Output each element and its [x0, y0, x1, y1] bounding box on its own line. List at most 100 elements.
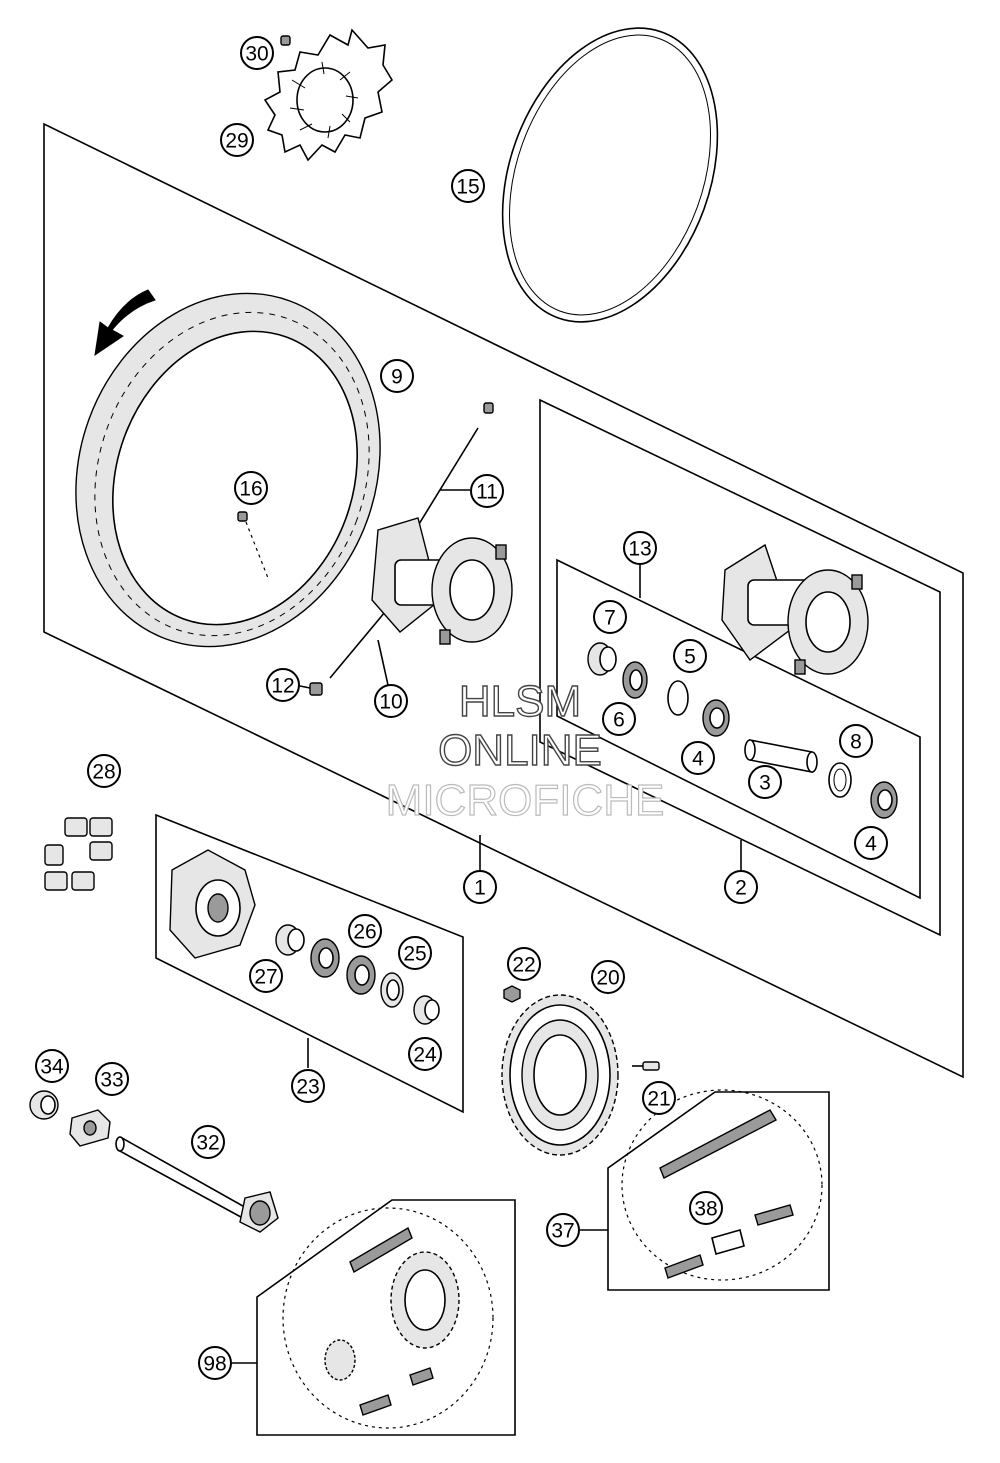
hub-assembly-frame	[539, 398, 941, 937]
callout-38[interactable]: 38	[689, 1191, 723, 1225]
sprocket-carrier	[169, 849, 256, 959]
callout-3[interactable]: 3	[748, 765, 782, 799]
spacer-sleeve-3	[744, 739, 818, 773]
shaft-seal-25	[380, 972, 404, 1008]
spoke-nipple-top	[483, 402, 494, 414]
watermark: HLSM ONLINE MICROFICHE	[385, 676, 665, 825]
rotation-arrow-icon	[94, 289, 156, 357]
bearing-26b	[346, 955, 376, 995]
callout-24[interactable]: 24	[408, 1037, 442, 1071]
callout-2[interactable]: 2	[724, 870, 758, 904]
callout-6[interactable]: 6	[602, 702, 636, 736]
svg-text:24: 24	[413, 1044, 437, 1067]
svg-text:3: 3	[759, 772, 771, 795]
svg-text:2: 2	[735, 877, 747, 900]
callout-25[interactable]: 25	[398, 936, 432, 970]
svg-text:1: 1	[474, 877, 486, 900]
bearing-4-right	[870, 781, 898, 819]
chain-kit	[282, 1207, 494, 1429]
callout-29[interactable]: 29	[220, 123, 254, 157]
svg-text:8: 8	[850, 731, 862, 754]
svg-text:98: 98	[203, 1353, 226, 1376]
svg-text:10: 10	[379, 691, 402, 714]
rim-valve-nut	[237, 511, 269, 579]
axle-nut	[29, 1090, 59, 1120]
wheel-spindle	[115, 1136, 279, 1233]
rim-tape	[501, 27, 719, 323]
spoke-nipple	[309, 682, 323, 696]
brake-disc	[263, 28, 394, 162]
bearing-26a	[310, 938, 340, 978]
svg-text:32: 32	[196, 1132, 219, 1155]
leader-lines	[232, 489, 742, 1364]
brake-disc-bolt	[280, 35, 291, 46]
spacer-27	[275, 924, 305, 956]
svg-text:33: 33	[100, 1069, 123, 1092]
sprocket-screw	[632, 1061, 660, 1071]
rear-hub-in-wheel	[371, 517, 513, 645]
callout-15[interactable]: 15	[451, 169, 485, 203]
wheel-assembly-frame	[43, 122, 964, 1079]
callout-28[interactable]: 28	[87, 754, 121, 788]
svg-text:5: 5	[684, 646, 696, 669]
svg-text:11: 11	[476, 481, 498, 504]
chain-kit-frame	[256, 1199, 516, 1436]
circlip-5	[667, 680, 689, 716]
svg-text:4: 4	[865, 833, 877, 856]
callout-22[interactable]: 22	[507, 947, 541, 981]
svg-text:15: 15	[456, 176, 479, 199]
watermark-line3: MICROFICHE	[386, 776, 665, 825]
callout-8[interactable]: 8	[839, 724, 873, 758]
callout-4b[interactable]: 4	[854, 826, 888, 860]
damper-rubbers	[44, 817, 113, 891]
rear-hub	[721, 543, 869, 675]
callout-33[interactable]: 33	[95, 1062, 129, 1096]
callout-13[interactable]: 13	[623, 531, 657, 565]
svg-text:6: 6	[613, 709, 625, 732]
rear-sprocket	[501, 994, 619, 1156]
axle-clamp	[69, 1109, 111, 1147]
callout-27[interactable]: 27	[249, 959, 283, 993]
callout-26[interactable]: 26	[348, 914, 382, 948]
callout-23[interactable]: 23	[291, 1069, 325, 1103]
svg-text:30: 30	[245, 43, 268, 66]
svg-text:25: 25	[403, 943, 426, 966]
watermark-line1: HLSM	[459, 677, 581, 726]
chain-connecting-link	[711, 1229, 745, 1255]
callout-4a[interactable]: 4	[681, 741, 715, 775]
callout-9[interactable]: 9	[380, 359, 414, 393]
svg-text:16: 16	[239, 478, 262, 501]
callout-11[interactable]: 11	[470, 474, 504, 508]
callout-12[interactable]: 12	[266, 668, 300, 702]
callout-16[interactable]: 16	[234, 471, 268, 505]
callout-7[interactable]: 7	[593, 600, 627, 634]
callout-98[interactable]: 98	[198, 1346, 232, 1380]
callout-20[interactable]: 20	[591, 960, 625, 994]
callout-30[interactable]: 30	[240, 36, 274, 70]
svg-text:26: 26	[353, 921, 376, 944]
callout-32[interactable]: 32	[191, 1125, 225, 1159]
svg-text:29: 29	[225, 130, 248, 153]
svg-text:4: 4	[692, 748, 704, 771]
svg-text:12: 12	[271, 675, 294, 698]
svg-text:22: 22	[512, 954, 535, 977]
rim	[75, 292, 381, 648]
chain-frame	[607, 1091, 830, 1291]
svg-text:38: 38	[694, 1198, 717, 1221]
callout-37[interactable]: 37	[546, 1213, 580, 1247]
chain	[621, 1089, 823, 1281]
callout-1[interactable]: 1	[463, 870, 497, 904]
svg-text:21: 21	[647, 1088, 670, 1111]
svg-text:20: 20	[596, 967, 619, 990]
svg-text:27: 27	[254, 966, 277, 989]
svg-text:28: 28	[92, 761, 115, 784]
callout-5[interactable]: 5	[673, 639, 707, 673]
svg-text:13: 13	[628, 538, 651, 561]
callout-21[interactable]: 21	[642, 1081, 676, 1115]
bearing-4-left	[702, 699, 730, 737]
spacer-7	[587, 642, 617, 676]
svg-text:9: 9	[391, 366, 403, 389]
callout-34[interactable]: 34	[35, 1049, 69, 1083]
callout-10[interactable]: 10	[374, 684, 408, 718]
sprocket-nut	[503, 985, 521, 1003]
